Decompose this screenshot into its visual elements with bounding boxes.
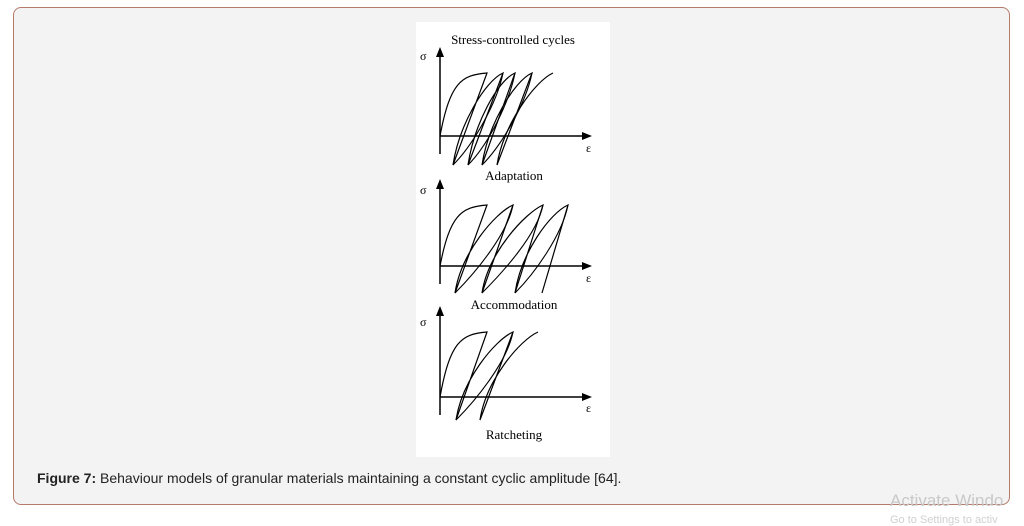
- hysteresis-diagram: Stress-controlled cycles σ ε Adaptation …: [420, 32, 592, 442]
- sigma-label: σ: [420, 49, 427, 63]
- hysteresis-loop: [439, 71, 554, 166]
- axis-arrow-icon: [582, 393, 592, 401]
- epsilon-label: ε: [586, 401, 591, 415]
- reload-curve: [481, 204, 544, 294]
- figure-title: Stress-controlled cycles: [451, 32, 575, 47]
- panel-label: Ratcheting: [486, 427, 543, 442]
- panel-label: Accommodation: [471, 297, 558, 312]
- panel-adaptation: σ ε Adaptation: [420, 47, 592, 183]
- caption-label: Figure 7:: [37, 470, 97, 486]
- reload-curve: [452, 72, 504, 166]
- axis-arrow-icon: [582, 262, 592, 270]
- activation-watermark: Activate Windo: [890, 491, 1004, 510]
- activation-watermark-sub: Go to Settings to activ: [890, 514, 998, 526]
- reload-curve: [454, 204, 514, 294]
- caption-text: Behaviour models of granular materials m…: [96, 470, 622, 486]
- figure-image: Stress-controlled cycles σ ε Adaptation …: [416, 22, 610, 457]
- axis-arrow-icon: [436, 179, 444, 189]
- sigma-label: σ: [420, 183, 427, 197]
- reload-curve: [455, 331, 514, 421]
- panel-ratcheting: σ ε Ratcheting: [420, 306, 592, 442]
- epsilon-label: ε: [586, 141, 591, 155]
- epsilon-label: ε: [586, 271, 591, 285]
- reload-curve: [514, 204, 569, 294]
- panel-accommodation: σ ε Accommodation: [420, 179, 592, 312]
- sigma-label: σ: [420, 315, 427, 329]
- axis-arrow-icon: [582, 132, 592, 140]
- panel-label: Adaptation: [485, 168, 543, 183]
- axis-arrow-icon: [436, 306, 444, 316]
- hysteresis-loop: [439, 330, 539, 421]
- figure-caption: Figure 7: Behaviour models of granular m…: [37, 470, 621, 486]
- reload-curve: [467, 72, 516, 166]
- reload-curve: [481, 72, 533, 166]
- axis-arrow-icon: [436, 47, 444, 57]
